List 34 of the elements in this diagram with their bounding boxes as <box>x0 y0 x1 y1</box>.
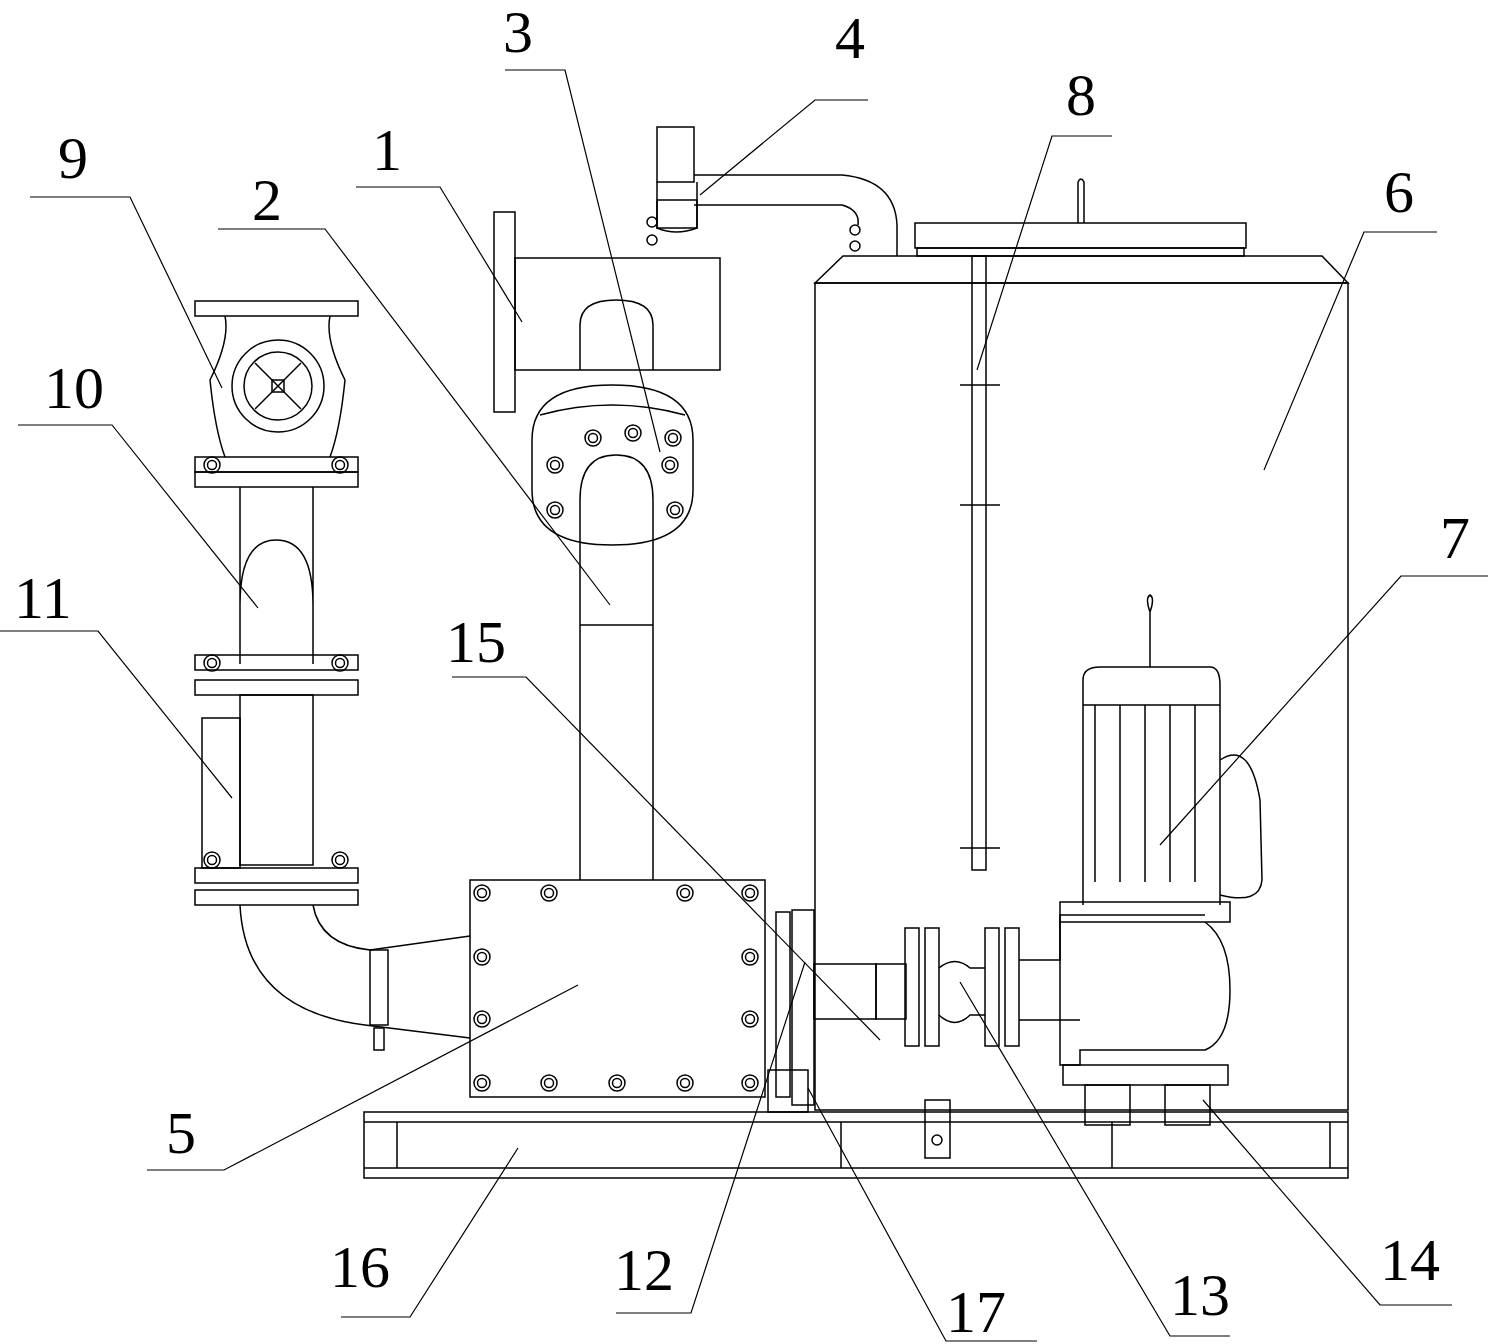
callout-number: 1 <box>372 120 402 180</box>
leader-line <box>340 1147 519 1318</box>
leader-line <box>355 186 523 323</box>
callout-number: 12 <box>614 1240 674 1300</box>
leader-line <box>146 984 579 1171</box>
callout-number: 7 <box>1440 508 1470 568</box>
leader-line <box>217 228 611 606</box>
leader-line <box>976 135 1113 371</box>
leader-line <box>17 424 259 609</box>
leader-line <box>504 69 661 453</box>
callout-number: 3 <box>503 2 533 62</box>
callout-number: 15 <box>446 612 506 672</box>
callout-number: 9 <box>58 128 88 188</box>
callout-number: 14 <box>1380 1230 1440 1290</box>
callout-number: 11 <box>14 568 72 628</box>
leader-line <box>699 99 869 196</box>
leader-line <box>959 981 1231 1337</box>
leader-line <box>615 961 806 1314</box>
leader-line <box>807 1087 1038 1342</box>
callout-number: 8 <box>1066 65 1096 125</box>
callout-number: 4 <box>835 8 865 68</box>
leader-line <box>451 676 881 1041</box>
leader-line <box>1263 231 1438 471</box>
callout-number: 10 <box>44 358 104 418</box>
leader-line <box>29 196 223 389</box>
callout-number: 16 <box>330 1237 390 1297</box>
leader-line <box>0 630 233 799</box>
callout-number: 5 <box>166 1103 196 1163</box>
callout-number: 13 <box>1170 1265 1230 1325</box>
callout-number: 2 <box>252 170 282 230</box>
leader-line <box>1202 1099 1453 1306</box>
callout-number: 17 <box>946 1282 1006 1342</box>
leader-line <box>1159 575 1489 846</box>
callout-number: 6 <box>1384 162 1414 222</box>
